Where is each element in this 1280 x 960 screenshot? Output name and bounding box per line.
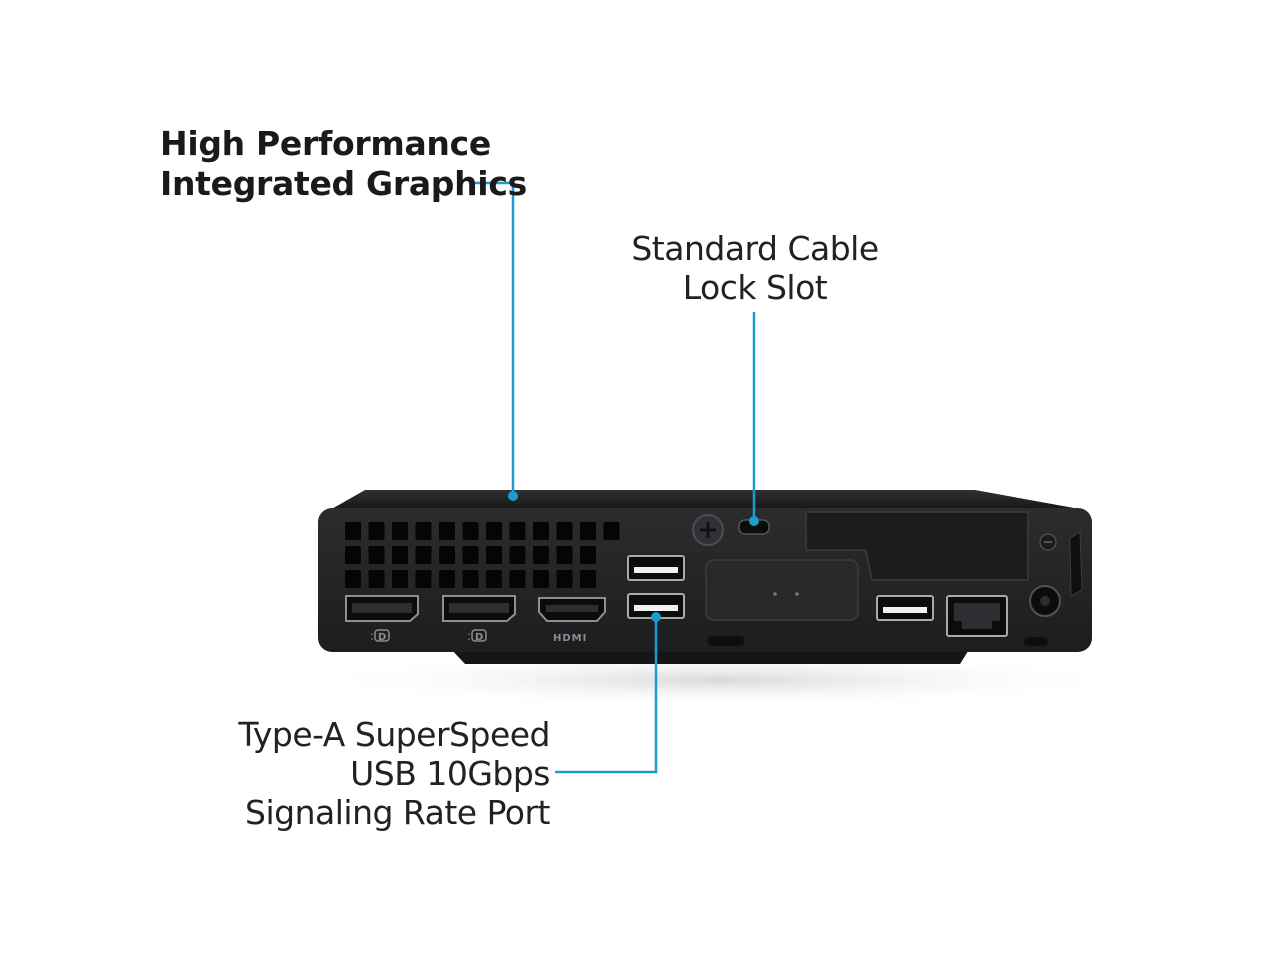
usb-callout-line3: Signaling Rate Port: [245, 793, 550, 832]
vent-hole: [509, 570, 526, 588]
expansion-cover: [805, 511, 1029, 581]
displayport-2: [442, 595, 516, 622]
graphics-callout: High Performance Integrated Graphics: [160, 124, 527, 204]
vent-hole: [533, 522, 549, 540]
vent-hole: [462, 546, 479, 564]
lock-slot-callout-line2: Lock Slot: [682, 268, 828, 307]
chassis-top: [330, 490, 1085, 510]
floor-shadow: [300, 652, 1140, 708]
usb-callout-line2: USB 10Gbps: [350, 754, 550, 793]
power-jack: [1029, 585, 1061, 617]
vent-hole: [486, 570, 502, 588]
vent-hole: [415, 522, 432, 540]
vent-hole: [486, 522, 502, 540]
vent-hole: [345, 522, 361, 540]
center-cover-plate: [705, 559, 859, 621]
lock-slot-callout-line1: Standard Cable: [631, 229, 879, 268]
ethernet-port: [946, 595, 1048, 646]
dp1-label: D: [378, 632, 386, 643]
vent-hole: [603, 522, 620, 540]
vent-hole: [533, 546, 549, 564]
vent-hole: [509, 546, 526, 564]
vent-hole: [462, 522, 479, 540]
vent-hole: [439, 522, 455, 540]
hdmi-label: HDMI: [553, 633, 587, 644]
vent-hole: [580, 546, 596, 564]
vent-hole: [556, 546, 573, 564]
vent-hole: [580, 522, 596, 540]
vent-hole: [556, 522, 573, 540]
graphics-callout-line2: Integrated Graphics: [160, 164, 527, 203]
callout-dot-graphics: [508, 491, 518, 501]
usb-a-port-top: [627, 555, 685, 581]
usb-a-port-rear: [876, 595, 934, 621]
vent-hole: [439, 546, 455, 564]
svg-text::: :: [370, 629, 374, 643]
vent-hole: [392, 522, 408, 540]
usb-callout-line1: Type-A SuperSpeed: [238, 715, 550, 754]
callout-line-graphics: [475, 181, 515, 494]
vent-hole: [392, 546, 408, 564]
dp1-icon: : D: [370, 629, 390, 643]
vent-hole: [415, 546, 432, 564]
vent-hole: [533, 570, 549, 588]
vent-hole: [580, 570, 596, 588]
callout-line-usb: [555, 620, 658, 774]
svg-text::: :: [467, 629, 471, 643]
vent-hole: [486, 546, 502, 564]
vent-hole: [345, 570, 361, 588]
lock-slot-callout: Standard Cable Lock Slot: [610, 229, 900, 307]
vent-hole: [439, 570, 455, 588]
callout-dot-lock: [749, 516, 759, 526]
vent-hole: [368, 522, 385, 540]
vent-hole: [392, 570, 408, 588]
vent-hole: [368, 570, 385, 588]
side-vent: [1069, 531, 1083, 597]
vent-hole: [415, 570, 432, 588]
vent-hole: [556, 570, 573, 588]
usb-callout: Type-A SuperSpeed USB 10Gbps Signaling R…: [170, 715, 550, 832]
graphics-callout-line1: High Performance: [160, 124, 491, 163]
hdmi-port: [538, 597, 606, 622]
callout-dot-usb: [651, 612, 661, 622]
vent-hole: [345, 546, 361, 564]
vent-hole: [509, 522, 526, 540]
vent-hole: [462, 570, 479, 588]
dp2-label: D: [475, 632, 483, 643]
displayport-1: [345, 595, 419, 622]
vent-hole: [368, 546, 385, 564]
dp2-icon: : D: [467, 629, 487, 643]
vent-grille: [345, 522, 620, 588]
